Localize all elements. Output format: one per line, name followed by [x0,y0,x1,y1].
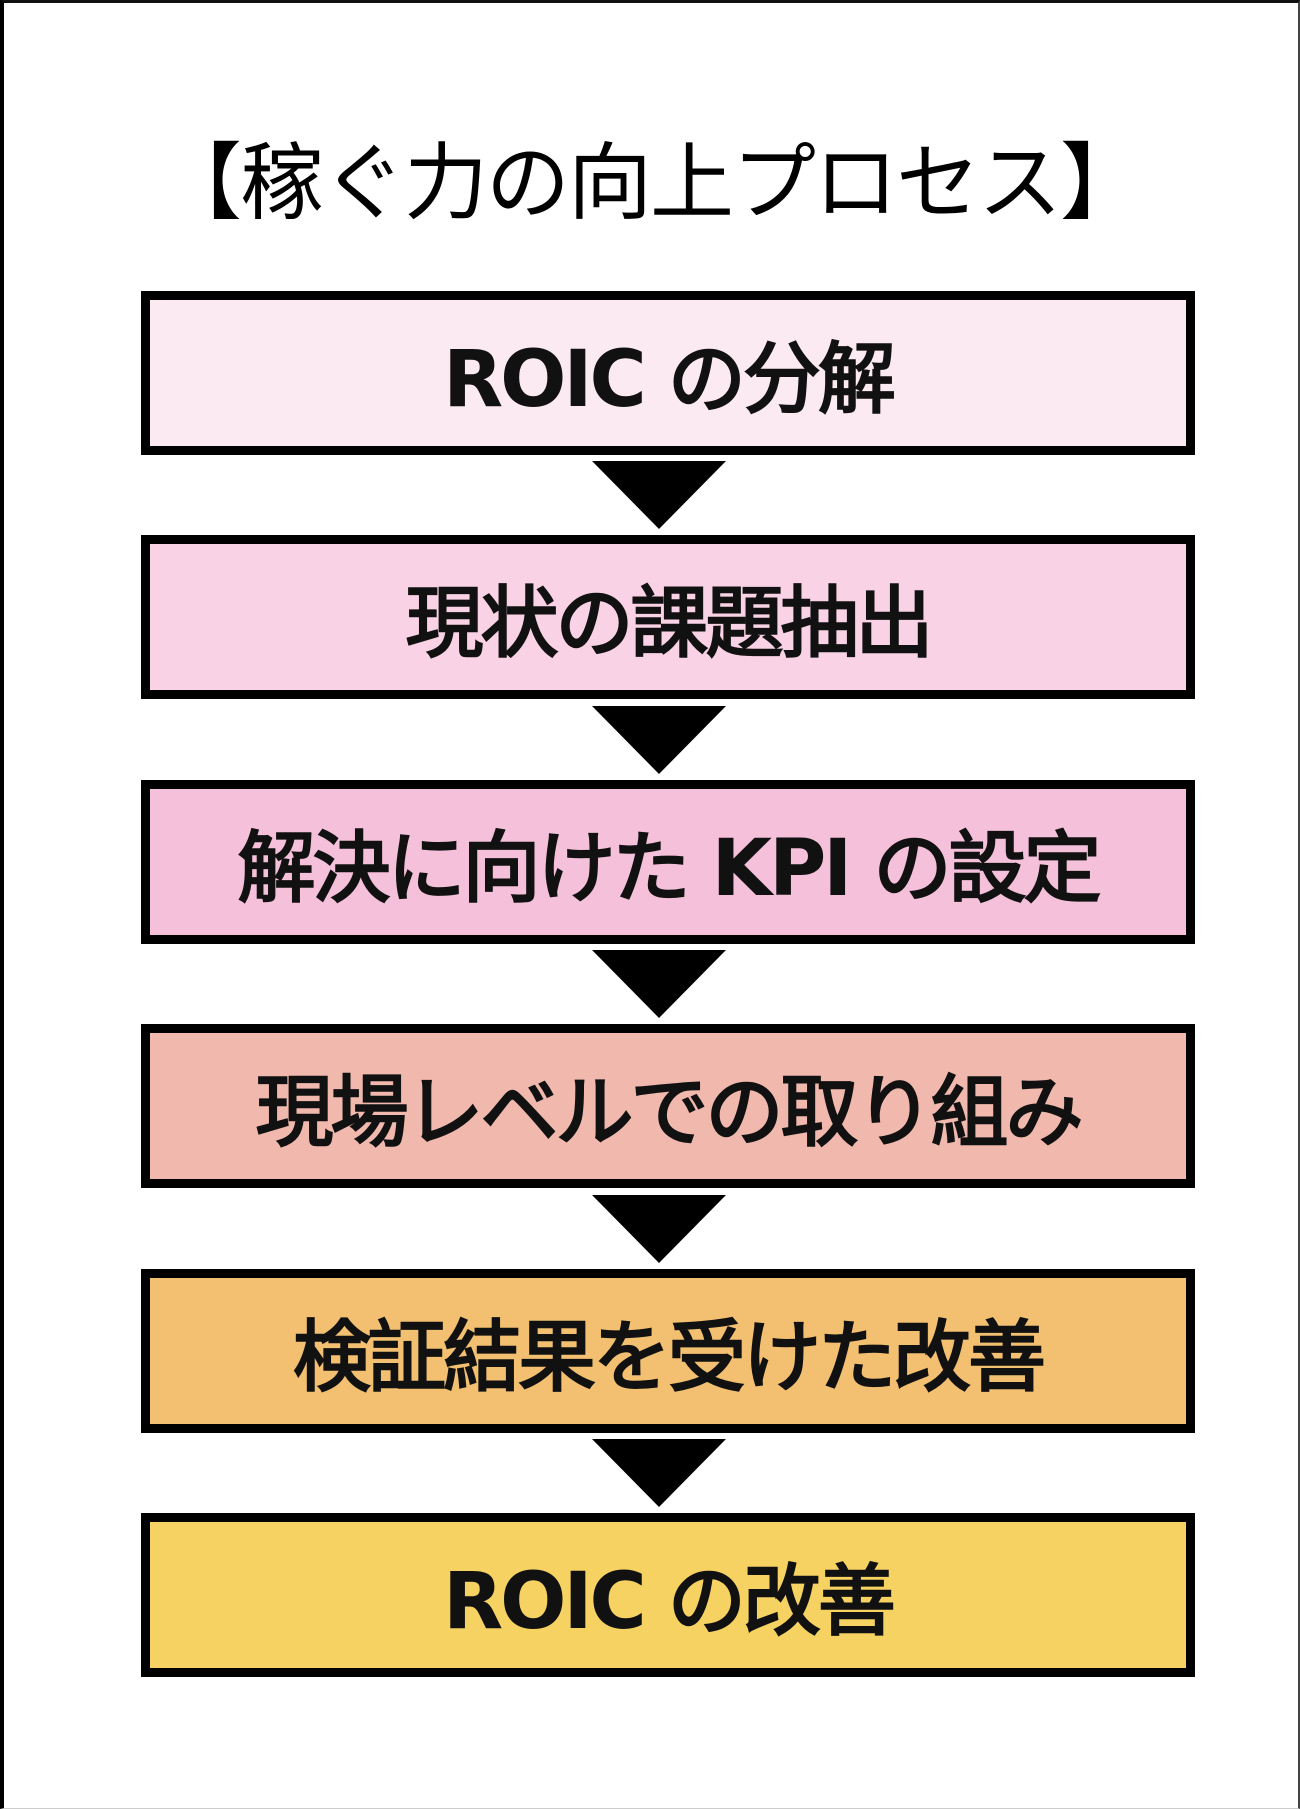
step-label: 現状の課題抽出 [405,579,933,669]
down-arrow-icon [592,1439,726,1507]
step-label: 検証結果を受けた改善 [292,1313,1046,1403]
step-label: ROIC の改善 [443,1557,896,1647]
step-label: 解決に向けた KPI の設定 [237,824,1102,914]
step-box-3: 解決に向けた KPI の設定 [141,780,1195,944]
down-arrow-icon [592,461,726,529]
down-arrow-icon [592,1195,726,1263]
step-label: 現場レベルでの取り組み [255,1068,1083,1158]
step-box-1: ROIC の分解 [141,291,1195,455]
step-box-5: 検証結果を受けた改善 [141,1269,1195,1433]
down-arrow-icon [592,950,726,1018]
step-label: ROIC の分解 [443,335,896,425]
down-arrow-icon [592,706,726,774]
step-box-6: ROIC の改善 [141,1513,1195,1677]
step-box-4: 現場レベルでの取り組み [141,1024,1195,1188]
step-box-2: 現状の課題抽出 [141,535,1195,699]
diagram-title: 【稼ぐ力の向上プロセス】 [157,134,1144,232]
